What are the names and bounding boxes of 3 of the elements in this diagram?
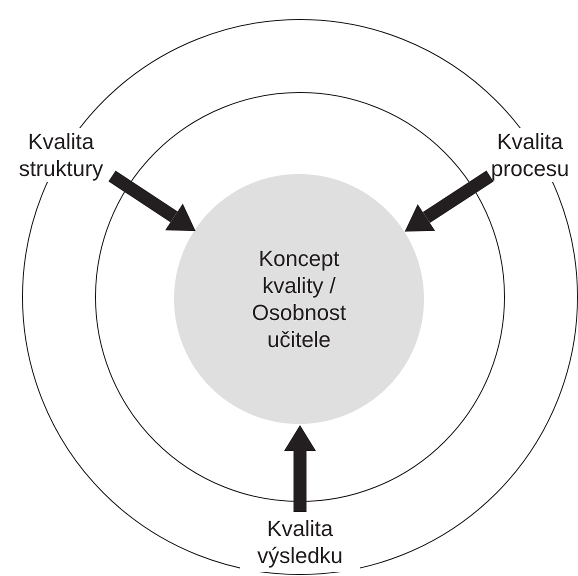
node-label: Kvalita struktury [18, 128, 104, 182]
node-label: Kvalita výsledku [256, 515, 344, 569]
node-label: Koncept kvality / Osobnost učitele [250, 245, 348, 353]
